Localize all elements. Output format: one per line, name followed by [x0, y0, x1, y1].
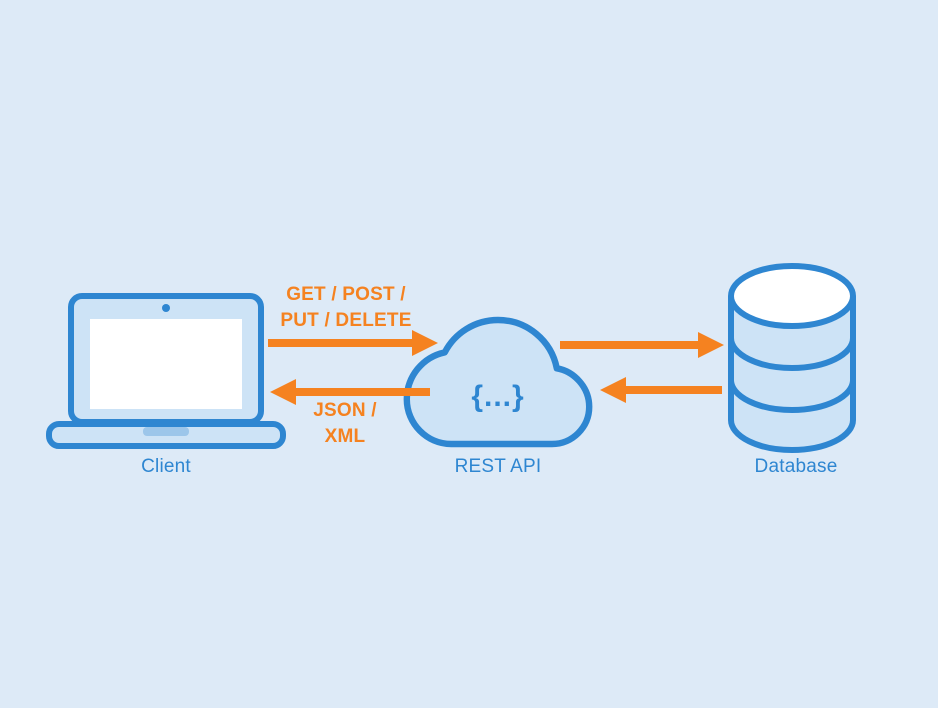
database-icon	[728, 263, 856, 453]
api-braces-glyph: {...}	[471, 380, 525, 413]
database-label: Database	[754, 456, 838, 477]
response-label-line2: XML	[324, 426, 366, 447]
response-label: JSON / XML	[245, 398, 445, 450]
request-label-line2: PUT / DELETE	[280, 310, 412, 331]
laptop-icon	[46, 293, 286, 449]
client-label: Client	[141, 456, 191, 477]
response-label-line1: JSON /	[313, 400, 377, 421]
request-label: GET / POST / PUT / DELETE	[246, 282, 446, 334]
db-to-api-arrow	[600, 377, 722, 403]
cloud-icon	[403, 316, 593, 448]
request-label-line1: GET / POST /	[286, 284, 406, 305]
api-label: REST API	[454, 456, 542, 477]
